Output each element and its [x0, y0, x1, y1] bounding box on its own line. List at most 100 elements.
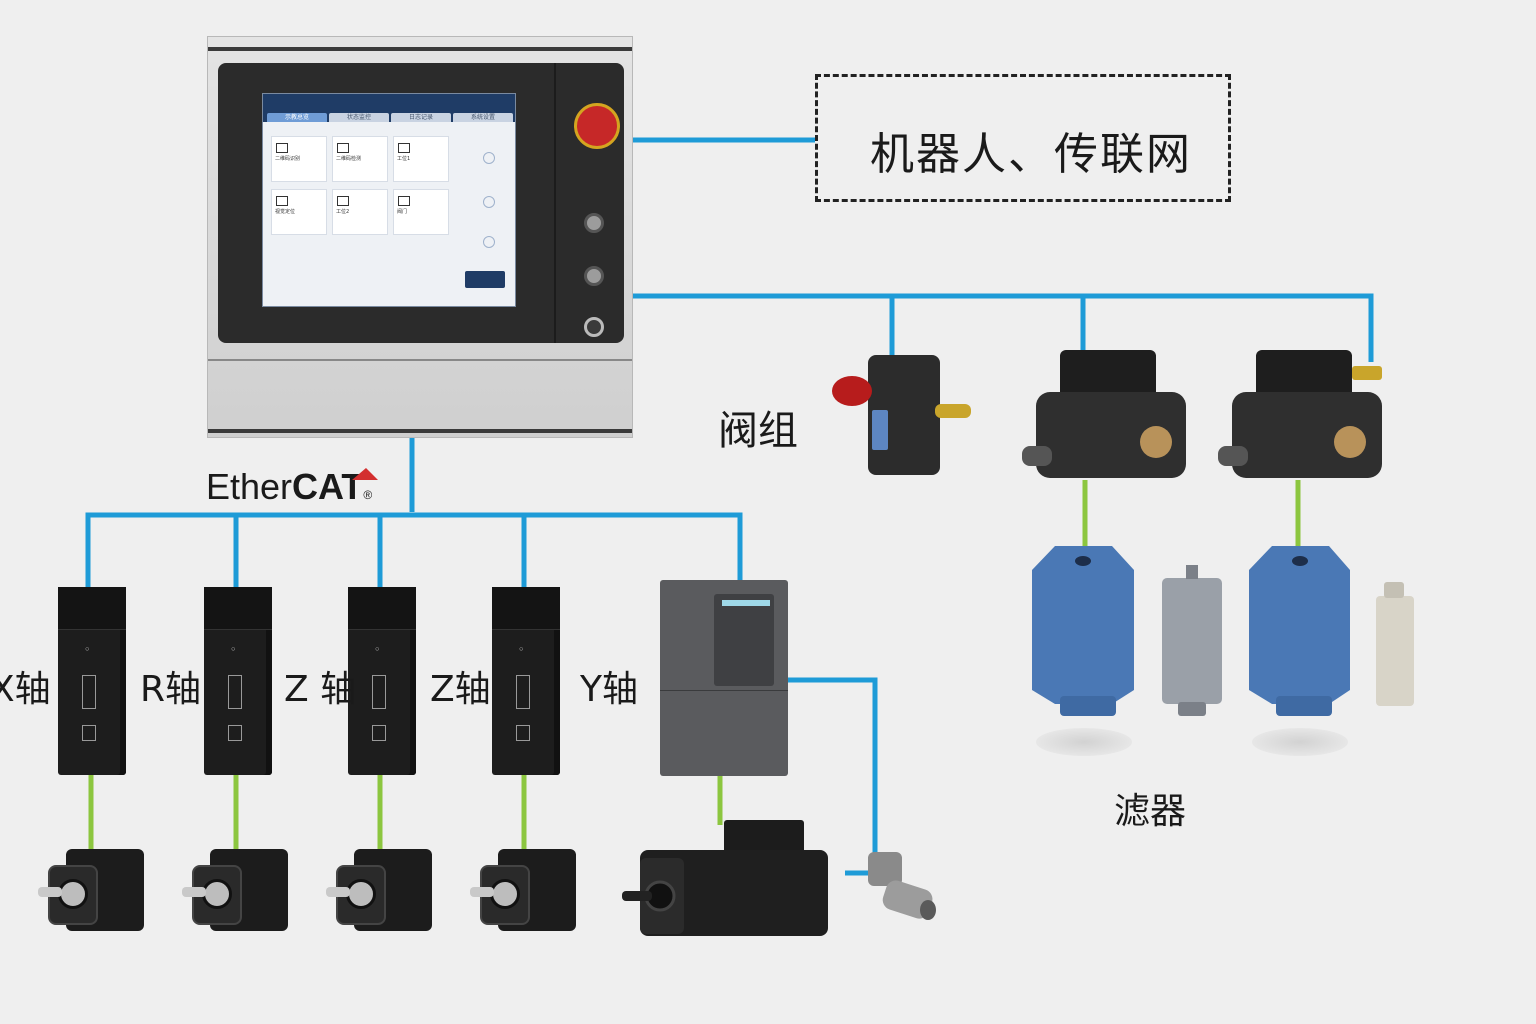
motor-shaft [470, 887, 494, 897]
card-label: 工位1 [397, 156, 411, 162]
servo-drive-z2: ◦ [492, 587, 560, 775]
drive-port [516, 675, 530, 709]
motor-r [182, 845, 290, 933]
servo-motor-shaft [622, 891, 652, 901]
drive-display-panel [714, 594, 774, 686]
motor-shaft [326, 887, 350, 897]
screen-card[interactable]: 二维码识别 [271, 136, 327, 182]
touch-screen[interactable]: 示教总览 状态监控 日志记录 系统设置 二维码识别 二维码检测 工位1 视觉定位… [262, 93, 516, 307]
status-icon [483, 236, 495, 248]
emergency-stop-icon[interactable] [574, 103, 620, 149]
monitor-icon [276, 196, 288, 206]
status-led-icon: ◦ [518, 643, 525, 656]
valve-bus [633, 293, 1374, 362]
motor-shaft [38, 887, 62, 897]
axis-label-z2: Z轴 [430, 669, 491, 710]
drive-top-cap [492, 587, 560, 630]
card-label: 工位2 [336, 209, 350, 215]
ethercat-text: Ether [206, 466, 293, 507]
panel-stripe [208, 429, 632, 433]
screen-card[interactable]: 工位2 [332, 189, 388, 235]
ethercat-bus [85, 512, 743, 590]
monitor-icon [337, 196, 349, 206]
drive-port [228, 725, 242, 741]
drive-port [372, 725, 386, 741]
drive-port [372, 675, 386, 709]
screen-tab[interactable]: 状态监控 [329, 113, 389, 122]
motor-z2 [470, 845, 578, 933]
valve-port [1334, 426, 1366, 458]
screen-card[interactable]: 工位1 [393, 136, 449, 182]
valve-group-label: 阀组 [718, 408, 798, 454]
drive-display [722, 600, 770, 606]
servo-motor-body [640, 850, 828, 936]
status-led-icon: ◦ [230, 643, 237, 656]
drive-top-cap [348, 587, 416, 630]
monitor-icon [398, 196, 410, 206]
card-label: 二维码识别 [275, 156, 301, 162]
valve-port [1140, 426, 1172, 458]
bezel-divider [554, 63, 556, 343]
panel-button-icon[interactable] [584, 266, 604, 286]
drive-port [82, 725, 96, 741]
screen-tab[interactable]: 示教总览 [267, 113, 327, 122]
robot-network-box [815, 74, 1231, 202]
hmi-control-panel: 示教总览 状态监控 日志记录 系统设置 二维码识别 二维码检测 工位1 视觉定位… [207, 36, 633, 438]
filter-shadow [1252, 728, 1348, 756]
drive-port [82, 675, 96, 709]
status-icon [483, 196, 495, 208]
valve-label-plate [872, 410, 888, 450]
panel-stripe [208, 359, 632, 361]
filter-shadow [1036, 728, 1132, 756]
robot-network-label: 机器人、传联网 [870, 129, 1192, 180]
panel-button-icon[interactable] [584, 213, 604, 233]
card-label: 二维码检测 [336, 156, 362, 162]
encoder-sensor [868, 852, 936, 920]
motor-z1 [326, 845, 434, 933]
screen-tab[interactable]: 系统设置 [453, 113, 513, 122]
motor-hub [202, 879, 232, 909]
valve-knob [832, 376, 872, 406]
servo-drive-z1: ◦ [348, 587, 416, 775]
monitor-icon [276, 143, 288, 153]
filter-blue [1249, 546, 1350, 716]
screen-card[interactable]: 二维码检测 [332, 136, 388, 182]
valve-nozzle [1022, 446, 1052, 466]
servo-drive-x: ◦ [58, 587, 126, 775]
home-button-icon[interactable] [584, 317, 604, 337]
axis-label-r: R轴 [140, 669, 202, 710]
motor-x [38, 845, 146, 933]
panel-stripe [208, 47, 632, 51]
axis-label-y: Y轴 [580, 669, 638, 710]
card-label: 视觉定位 [275, 209, 296, 215]
valve-nozzle [1218, 446, 1248, 466]
screen-card[interactable]: 视觉定位 [271, 189, 327, 235]
filter-blue [1032, 546, 1134, 716]
ethercat-registered: ® [363, 488, 373, 502]
axis-label-x: X轴 [0, 669, 51, 710]
drive-port [228, 675, 242, 709]
screen-tab[interactable]: 日志记录 [391, 113, 451, 122]
drive-top-cap [204, 587, 272, 630]
valve-fitting [935, 404, 971, 418]
filter-grey [1162, 565, 1222, 716]
drive-top-cap [58, 587, 126, 630]
screen-confirm-button[interactable] [465, 271, 505, 288]
encoder-cable [788, 677, 878, 876]
axis-label-z1: Z 轴 [284, 669, 357, 710]
filter-beige [1376, 582, 1414, 706]
motor-shaft [182, 887, 206, 897]
hmi-bezel: 示教总览 状态监控 日志记录 系统设置 二维码识别 二维码检测 工位1 视觉定位… [218, 63, 624, 343]
ethercat-logo: EtherCAT® [206, 466, 372, 508]
status-led-icon: ◦ [84, 643, 91, 656]
motor-hub [490, 879, 520, 909]
screen-card[interactable]: 阀门 [393, 189, 449, 235]
drive-seam [660, 690, 788, 691]
valve-fitting [1352, 366, 1382, 380]
status-led-icon: ◦ [374, 643, 381, 656]
status-icon [483, 152, 495, 164]
screen-header: 示教总览 状态监控 日志记录 系统设置 [263, 94, 515, 122]
filter-label: 滤器 [1114, 791, 1187, 832]
